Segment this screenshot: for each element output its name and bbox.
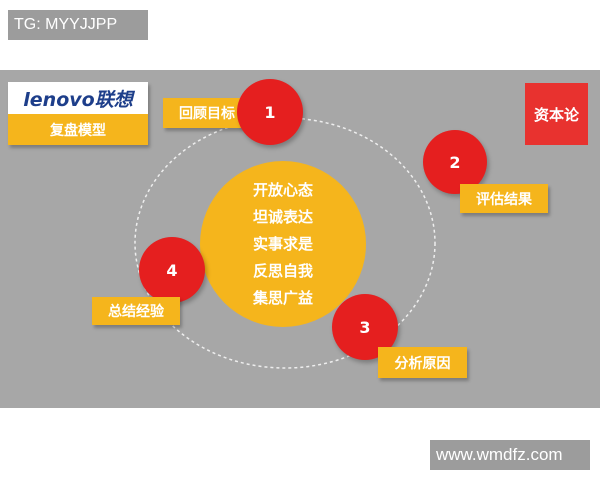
- center-line: 坦诚表达: [252, 207, 313, 226]
- step-number-4: 4: [139, 237, 205, 303]
- center-circle: 开放心态 坦诚表达 实事求是 反思自我 集思广益: [200, 161, 366, 327]
- center-line: 开放心态: [252, 180, 313, 199]
- watermark-top: TG: MYYJJPP: [8, 10, 148, 40]
- step-label-3: 分析原因: [378, 347, 467, 378]
- step-label-1: 回顾目标: [163, 98, 251, 128]
- model-subtitle: 复盘模型: [8, 114, 148, 145]
- step-number-1: 1: [237, 79, 303, 145]
- center-line: 集思广益: [252, 288, 313, 307]
- corner-logo: 资本论: [525, 83, 588, 145]
- watermark-bottom: www.wmdfz.com: [430, 440, 590, 470]
- step-number-2: 2: [423, 130, 487, 194]
- lenovo-logo: lenovo联想: [8, 82, 148, 114]
- center-line: 反思自我: [252, 261, 313, 280]
- center-line: 实事求是: [252, 234, 313, 253]
- step-label-2: 评估结果: [460, 184, 548, 213]
- step-label-4: 总结经验: [92, 297, 180, 325]
- lenovo-brand: lenovo联想 复盘模型: [8, 82, 148, 145]
